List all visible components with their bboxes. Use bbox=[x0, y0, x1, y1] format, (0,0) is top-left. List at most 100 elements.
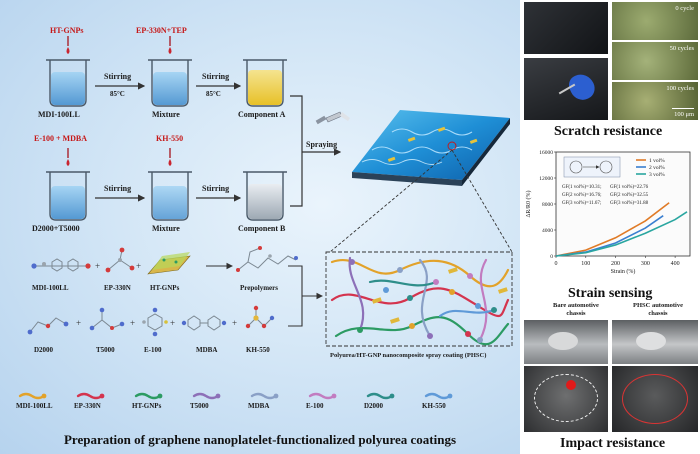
micrograph-50-cycles: 50 cycles bbox=[612, 42, 698, 80]
x-tick-label: 0 bbox=[555, 261, 558, 267]
legend-chain-icon bbox=[424, 392, 453, 400]
coated-slab bbox=[352, 110, 510, 186]
label-phsc-chassis: PHSC automotive chassis bbox=[632, 302, 683, 317]
sensor-icon bbox=[569, 160, 583, 174]
title-scratch-resistance: Scratch resistance bbox=[554, 124, 663, 139]
label-bare-chassis: Bare automotive chassis bbox=[553, 302, 599, 317]
label-stirring-4: Stirring bbox=[202, 184, 230, 193]
impactor-icon bbox=[636, 332, 666, 350]
mdba-structure bbox=[181, 315, 227, 331]
damage-spot-icon bbox=[566, 380, 576, 390]
kh550-structure bbox=[245, 305, 275, 329]
label-chem-mdi: MDI-100LL bbox=[32, 284, 69, 292]
spray-gun-icon bbox=[315, 111, 350, 125]
label-chem-prepolymers: Prepolymers bbox=[240, 284, 278, 292]
impact-damage-bare bbox=[524, 366, 608, 432]
merge-bracket bbox=[290, 95, 303, 207]
graphene-sheet bbox=[372, 297, 382, 304]
label-stirring-2: Stirring bbox=[202, 72, 230, 81]
polymer-chain bbox=[334, 316, 510, 346]
polymer-bead bbox=[407, 295, 413, 301]
beaker-mdi bbox=[46, 59, 90, 107]
legend-entry: 2 vol% bbox=[649, 165, 665, 171]
y-tick-label: 16000 bbox=[539, 150, 553, 156]
zoom-line-left bbox=[329, 149, 453, 253]
impactor-icon bbox=[548, 332, 578, 350]
polymer-bead bbox=[465, 331, 471, 337]
label-kh550-top: KH-550 bbox=[156, 134, 184, 143]
svg-text:+: + bbox=[170, 318, 175, 328]
d2000-structure bbox=[27, 317, 69, 335]
t5000-structure bbox=[89, 307, 125, 331]
label-phsc: Polyurea/HT-GNP nanocomposite spray coat… bbox=[330, 352, 487, 359]
gauge-factor-label: GF(2 vol%)=16.76; bbox=[562, 193, 602, 198]
scale-bar bbox=[672, 107, 694, 109]
polymer-bead bbox=[409, 323, 415, 329]
legend-label: MDBA bbox=[248, 402, 270, 410]
mdi-structure bbox=[31, 258, 91, 272]
gauge-factor-label: GF(2 vol%)=32.55 bbox=[610, 193, 649, 198]
polymer-bead bbox=[467, 273, 473, 279]
legend-chain-icon bbox=[192, 392, 221, 400]
label-component-b: Component B bbox=[238, 224, 286, 233]
polymer-bead bbox=[397, 267, 403, 273]
label-ht-gnps-top: HT-GNPs bbox=[50, 26, 84, 35]
preparation-panel: + + + + + + HT-GNPs MDI-100LL Stirring 8… bbox=[0, 0, 520, 454]
label-mixture-1: Mixture bbox=[152, 110, 180, 119]
legend-label: EP-330N bbox=[74, 402, 101, 410]
polymer-chain bbox=[330, 259, 510, 288]
label-cycle-50: 50 cycles bbox=[669, 45, 694, 52]
label-cycle-0: 0 cycle bbox=[675, 5, 694, 12]
svg-text:+: + bbox=[76, 318, 81, 328]
label-temp-1: 85°C bbox=[110, 90, 125, 98]
micrograph-100-cycles: 100 cycles 100 μm bbox=[612, 82, 698, 120]
legend-chain-icon bbox=[18, 392, 47, 400]
label-spraying: Spraying bbox=[306, 140, 338, 149]
legend-icons bbox=[18, 392, 453, 400]
x-tick-label: 400 bbox=[671, 261, 680, 267]
x-tick-label: 200 bbox=[611, 261, 620, 267]
svg-text:+: + bbox=[130, 318, 135, 328]
beaker-mixture-b bbox=[148, 171, 192, 221]
dropper-3 bbox=[66, 148, 70, 166]
series-line bbox=[555, 202, 670, 257]
impact-test-phsc bbox=[612, 320, 698, 364]
legend-chain-icon bbox=[76, 392, 105, 400]
zoom-line-right bbox=[451, 149, 513, 253]
title-strain-sensing: Strain sensing bbox=[568, 286, 653, 301]
legend-entry: 3 vol% bbox=[649, 172, 665, 178]
polymer-bead bbox=[357, 327, 363, 333]
gauge-factor-label: GF(3 vol%)=11.67; bbox=[562, 201, 601, 206]
impact-test-bare bbox=[524, 320, 608, 364]
polymer-chain bbox=[438, 308, 496, 318]
label-chem-e100: E-100 bbox=[144, 346, 162, 354]
legend-label: E-100 bbox=[306, 402, 324, 410]
beaker-component-b bbox=[243, 171, 287, 221]
coated-plate-photo-1 bbox=[524, 2, 608, 54]
polymer-chain bbox=[418, 258, 432, 338]
label-chem-ep330n: EP-330N bbox=[104, 284, 131, 292]
dropper-1 bbox=[66, 36, 70, 54]
label-chem-d2000: D2000 bbox=[34, 346, 54, 354]
title-impact-resistance: Impact resistance bbox=[560, 436, 666, 451]
svg-text:+: + bbox=[232, 318, 237, 328]
damage-outline bbox=[534, 374, 598, 422]
beaker-mixture-a bbox=[148, 59, 192, 107]
label-e100-mdba: E-100 + MDBA bbox=[34, 134, 87, 143]
label-chem-kh550: KH-550 bbox=[246, 346, 270, 354]
polymer-chain bbox=[368, 279, 438, 287]
beaker-d2000 bbox=[46, 171, 90, 221]
properties-panel: 0 cycle 50 cycles 100 cycles 100 μm Scra… bbox=[520, 0, 700, 454]
legend-label: HT-GNPs bbox=[132, 402, 162, 410]
dropper-4 bbox=[168, 148, 172, 166]
y-axis-label: ΔR/R0 (%) bbox=[525, 190, 532, 217]
preparation-graphics: + + + + + + bbox=[18, 36, 513, 400]
legend-chain-icon bbox=[308, 392, 337, 400]
label-chem-t5000: T5000 bbox=[96, 346, 115, 354]
legend-label: T5000 bbox=[190, 402, 209, 410]
label-scale-bar: 100 μm bbox=[674, 111, 694, 118]
label-chem-ht-gnps: HT-GNPs bbox=[150, 284, 180, 292]
impact-outline bbox=[622, 374, 688, 424]
